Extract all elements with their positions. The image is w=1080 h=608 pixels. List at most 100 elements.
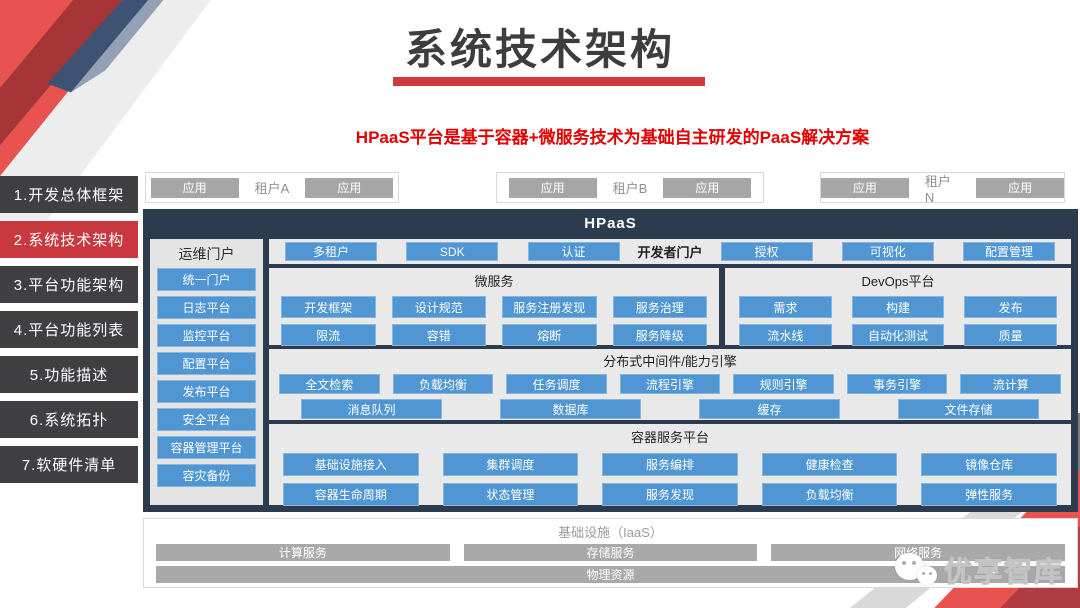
devops-item-button[interactable]: 自动化测试 <box>851 324 945 346</box>
iaas-title: 基础设施（IaaS） <box>558 525 663 540</box>
middleware-item-button[interactable]: 缓存 <box>699 399 840 419</box>
microservices-item-button[interactable]: 容错 <box>391 324 486 346</box>
sidebar-item-function-description[interactable]: 5.功能描述 <box>0 356 138 393</box>
devops-item-button[interactable]: 流水线 <box>739 324 832 346</box>
microservices-panel: 微服务 开发框架设计规范服务注册发现服务治理 限流容错熔断服务降级 <box>269 268 719 346</box>
sidebar-item-system-topology[interactable]: 6.系统拓扑 <box>0 401 138 438</box>
ops-portal-item-button[interactable]: 安全平台 <box>157 408 256 431</box>
container-platform-item-button[interactable]: 服务发现 <box>602 483 738 506</box>
container-platform-item-button[interactable]: 服务编排 <box>602 453 738 476</box>
container-platform-item-button[interactable]: 基础设施接入 <box>283 453 419 476</box>
tenant-n-box: 应用 租户N 应用 <box>820 172 1065 205</box>
iaas-service-bar: 计算服务 <box>156 544 450 561</box>
tenant-a-app-button[interactable]: 应用 <box>150 177 239 198</box>
wechat-icon <box>893 550 939 590</box>
container-platform-item-button[interactable]: 负载均衡 <box>761 483 898 506</box>
container-platform-title: 容器服务平台 <box>630 430 709 445</box>
dev-portal-item-button[interactable]: 认证 <box>527 242 620 261</box>
microservices-item-button[interactable]: 服务降级 <box>612 324 707 346</box>
sidebar-item-platform-function-list[interactable]: 4.平台功能列表 <box>0 311 138 348</box>
ops-portal-item-button[interactable]: 统一门户 <box>157 268 256 291</box>
container-platform-item-button[interactable]: 弹性服务 <box>921 483 1057 506</box>
middleware-item-button[interactable]: 规则引擎 <box>733 374 834 394</box>
middleware-item-button[interactable]: 事务引擎 <box>846 374 948 394</box>
container-platform-item-button[interactable]: 健康检查 <box>761 453 898 476</box>
tenant-b-app-button[interactable]: 应用 <box>508 177 597 198</box>
ops-portal-item-button[interactable]: 发布平台 <box>157 380 256 403</box>
devops-title: DevOps平台 <box>861 274 935 289</box>
iaas-service-bar: 存储服务 <box>463 544 758 561</box>
sidebar-item-platform-function-architecture[interactable]: 3.平台功能架构 <box>0 266 138 303</box>
devops-item-button[interactable]: 需求 <box>739 296 832 318</box>
ops-portal-item-button[interactable]: 配置平台 <box>157 352 256 375</box>
tenant-b-box: 应用 租户B 应用 <box>496 172 764 203</box>
middleware-title: 分布式中间件/能力引擎 <box>603 354 737 369</box>
devops-row-2: 流水线自动化测试质量 <box>725 324 1071 346</box>
devops-item-button[interactable]: 构建 <box>851 296 945 318</box>
ops-portal-item-button[interactable]: 监控平台 <box>157 324 256 347</box>
ops-portal-list: 统一门户日志平台监控平台配置平台发布平台安全平台容器管理平台容灾备份 <box>150 268 263 487</box>
microservices-row-1: 开发框架设计规范服务注册发现服务治理 <box>269 296 719 318</box>
devops-item-button[interactable]: 发布 <box>964 296 1058 318</box>
container-platform-item-button[interactable]: 镜像仓库 <box>921 453 1057 476</box>
middleware-row-1: 全文检索负载均衡任务调度流程引擎规则引擎事务引擎流计算 <box>269 374 1071 394</box>
dev-portal-item-button[interactable]: 多租户 <box>285 242 377 261</box>
iaas-physical-resources-bar: 物理资源 <box>156 566 1065 583</box>
dev-portal-item-button[interactable]: SDK <box>406 242 499 261</box>
middleware-item-button[interactable]: 任务调度 <box>506 374 607 394</box>
tenant-n-app-button[interactable]: 应用 <box>821 177 909 198</box>
middleware-item-button[interactable]: 全文检索 <box>279 374 380 394</box>
devops-panel: DevOps平台 需求构建发布 流水线自动化测试质量 <box>725 268 1071 346</box>
middleware-item-button[interactable]: 数据库 <box>500 399 641 419</box>
hpaas-title: HPaaS <box>584 215 637 232</box>
microservices-item-button[interactable]: 设计规范 <box>391 296 486 318</box>
dev-portal-right-group: 授权 可视化 配置管理 <box>720 242 1056 261</box>
middleware-panel: 分布式中间件/能力引擎 全文检索负载均衡任务调度流程引擎规则引擎事务引擎流计算 … <box>269 349 1071 420</box>
page-subtitle: HPaaS平台是基于容器+微服务技术为基础自主研发的PaaS解决方案 <box>355 128 870 147</box>
sidebar-item-hardware-software-list[interactable]: 7.软硬件清单 <box>0 446 138 483</box>
ops-portal-title: 运维门户 <box>178 246 235 262</box>
middleware-row-2: 消息队列 数据库 缓存 文件存储 <box>269 399 1071 419</box>
container-platform-item-button[interactable]: 容器生命周期 <box>283 483 419 506</box>
ops-portal-item-button[interactable]: 容灾备份 <box>157 464 256 487</box>
tenant-b-app-button[interactable]: 应用 <box>663 177 752 198</box>
microservices-item-button[interactable]: 服务治理 <box>612 296 707 318</box>
dev-portal-item-button[interactable]: 配置管理 <box>963 242 1056 261</box>
tenant-a-app-button[interactable]: 应用 <box>305 177 394 198</box>
middleware-item-button[interactable]: 流计算 <box>960 374 1062 394</box>
container-platform-item-button[interactable]: 集群调度 <box>442 453 579 476</box>
sidebar-item-dev-framework[interactable]: 1.开发总体框架 <box>0 176 138 213</box>
container-platform-row-1: 基础设施接入集群调度服务编排健康检查镜像仓库 <box>269 453 1071 476</box>
microservices-row-2: 限流容错熔断服务降级 <box>269 324 719 346</box>
dev-portal-item-button[interactable]: 可视化 <box>841 242 934 261</box>
tenant-a-box: 应用 租户A 应用 <box>145 172 399 203</box>
microservices-item-button[interactable]: 熔断 <box>502 324 597 346</box>
container-platform-item-button[interactable]: 状态管理 <box>442 483 579 506</box>
dev-portal-label: 开发者门户 <box>637 245 703 260</box>
dev-portal-left-group: 多租户 SDK 认证 <box>285 242 620 261</box>
ops-portal-panel: 运维门户 统一门户日志平台监控平台配置平台发布平台安全平台容器管理平台容灾备份 <box>150 239 263 505</box>
middleware-item-button[interactable]: 负载均衡 <box>392 374 494 394</box>
devops-item-button[interactable]: 质量 <box>964 324 1058 346</box>
container-platform-panel: 容器服务平台 基础设施接入集群调度服务编排健康检查镜像仓库 容器生命周期状态管理… <box>269 424 1071 506</box>
microservices-title: 微服务 <box>474 274 514 289</box>
middleware-item-button[interactable]: 流程引擎 <box>619 374 721 394</box>
middleware-item-button[interactable]: 消息队列 <box>301 399 442 419</box>
title-underline <box>393 77 705 86</box>
microservices-item-button[interactable]: 开发框架 <box>281 296 376 318</box>
tenant-b-label: 租户B <box>612 181 648 196</box>
ops-portal-item-button[interactable]: 容器管理平台 <box>157 436 256 459</box>
watermark: 优享智库 <box>893 550 1064 590</box>
ops-portal-item-button[interactable]: 日志平台 <box>157 296 256 319</box>
sidebar-item-system-architecture[interactable]: 2.系统技术架构 <box>0 221 138 258</box>
tenant-a-label: 租户A <box>254 181 290 196</box>
page-title: 系统技术架构 <box>404 26 675 73</box>
devops-row-1: 需求构建发布 <box>725 296 1071 318</box>
microservices-item-button[interactable]: 服务注册发现 <box>502 296 597 318</box>
watermark-text: 优享智库 <box>943 556 1064 588</box>
tenant-n-app-button[interactable]: 应用 <box>976 177 1065 198</box>
dev-portal-item-button[interactable]: 授权 <box>720 242 813 261</box>
middleware-item-button[interactable]: 文件存储 <box>898 399 1039 419</box>
microservices-item-button[interactable]: 限流 <box>281 324 376 346</box>
sidebar: 1.开发总体框架 2.系统技术架构 3.平台功能架构 4.平台功能列表 5.功能… <box>0 176 138 491</box>
